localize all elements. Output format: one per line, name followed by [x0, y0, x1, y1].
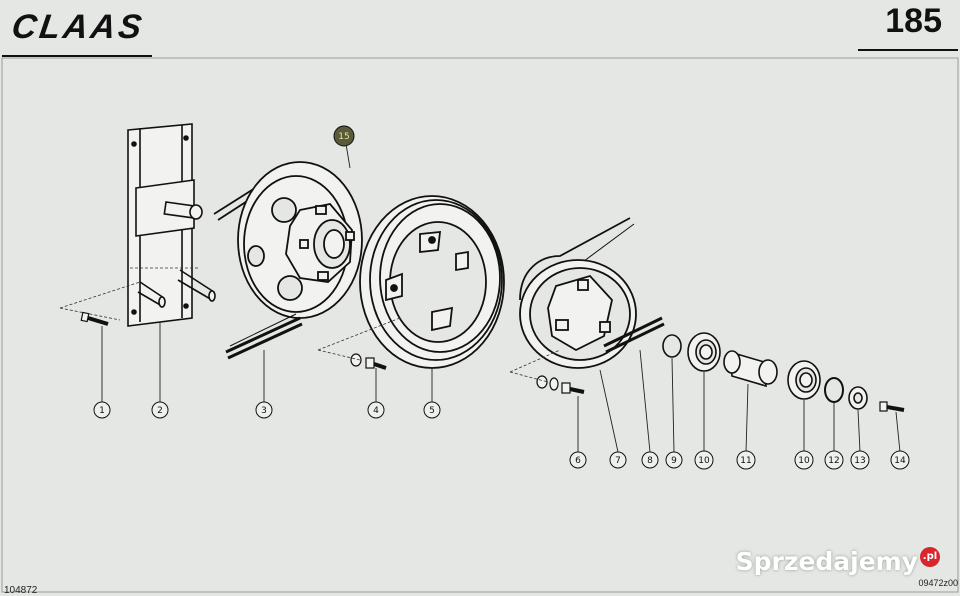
callout-10b: 10 [794, 450, 814, 470]
callout-label-5: 5 [429, 406, 435, 416]
callout-label-1: 1 [99, 406, 105, 416]
callout-5: 5 [423, 401, 441, 419]
callout-12: 12 [824, 450, 844, 470]
leader-lines [101, 143, 901, 453]
bolt-14 [879, 401, 905, 412]
callout-label-12: 12 [828, 456, 839, 466]
callout-label-9: 9 [671, 456, 677, 466]
pulley-3 [213, 161, 363, 319]
callout-6: 6 [569, 451, 587, 469]
ring-12 [824, 377, 844, 403]
bolt-washer-4 [350, 353, 387, 370]
bolt-washers-6 [536, 375, 585, 394]
callout-label-10b: 10 [798, 456, 810, 466]
callout-13: 13 [850, 450, 870, 470]
drawing-number: 104872 [4, 585, 38, 596]
callout-9: 9 [665, 451, 683, 469]
callout-label-2: 2 [157, 406, 163, 416]
callout-label-14: 14 [894, 456, 906, 466]
watermark: Sprzedajemy .pl [736, 547, 940, 576]
callout-10: 10 [694, 450, 714, 470]
pulley-7 [519, 217, 637, 369]
watermark-text: Sprzedajemy [735, 547, 918, 576]
washer-13 [848, 386, 868, 410]
callout-7: 7 [609, 451, 627, 469]
callout-8: 8 [641, 451, 659, 469]
v-belt-3 [225, 313, 303, 360]
callout-label-7: 7 [615, 456, 621, 466]
callout-4: 4 [367, 401, 385, 419]
bearing-10 [687, 332, 721, 372]
bearing-10b [787, 360, 821, 400]
callout-2: 2 [151, 401, 169, 419]
sleeve-11 [723, 350, 778, 388]
callout-label-13: 13 [854, 456, 865, 466]
callout-11: 11 [736, 450, 756, 470]
callout-14: 14 [890, 450, 910, 470]
watermark-badge: .pl [920, 547, 940, 567]
pulley-5 [359, 195, 505, 369]
callout-label-3: 3 [261, 406, 267, 416]
callout-15: 15 [333, 125, 355, 147]
page-number: 185 [885, 2, 942, 40]
bracket-plate [127, 123, 216, 327]
callout-label-6: 6 [575, 456, 581, 466]
v-belt-8 [603, 316, 665, 354]
callout-3: 3 [255, 401, 273, 419]
bolt-1 [80, 311, 109, 326]
reference-code: 09472z00 [918, 578, 958, 588]
ring-9 [662, 334, 682, 358]
callout-label-10: 10 [698, 456, 710, 466]
callout-label-11: 11 [740, 456, 751, 466]
callout-1: 1 [93, 401, 111, 419]
callout-label-4: 4 [373, 406, 379, 416]
brand-logo: CLAAS [9, 8, 147, 46]
callout-label-8: 8 [647, 456, 653, 466]
callout-label-15: 15 [338, 132, 349, 142]
